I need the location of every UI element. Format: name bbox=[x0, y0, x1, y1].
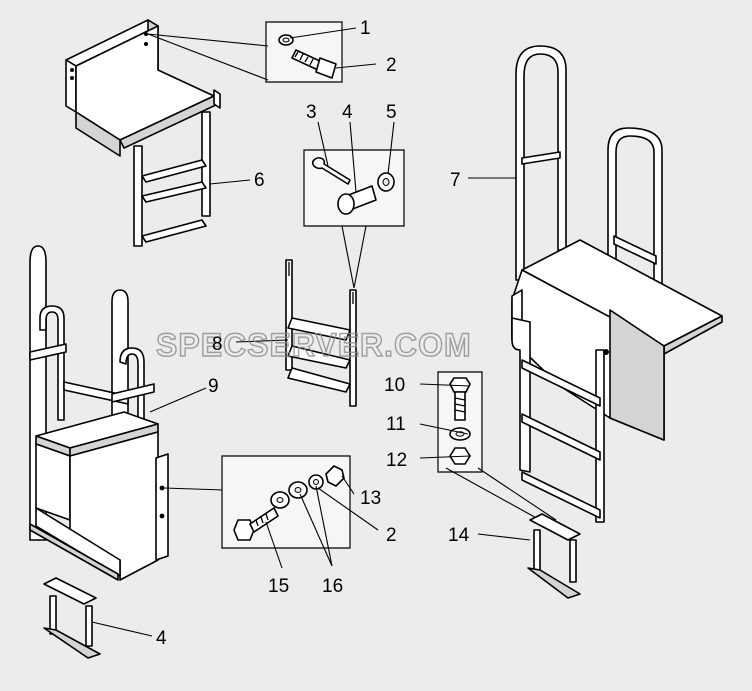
watermark-text: SPECSERVER.COM bbox=[156, 327, 472, 363]
folding-ladder-8 bbox=[285, 259, 357, 407]
callout-2-lower: 2 bbox=[386, 525, 397, 546]
callout-3: 3 bbox=[306, 102, 317, 123]
inset-bolt-washer-1-2 bbox=[265, 21, 343, 83]
callout-4: 4 bbox=[342, 102, 353, 123]
callout-14: 14 bbox=[448, 525, 470, 546]
platform-ladder-7 bbox=[511, 45, 723, 523]
callout-15: 15 bbox=[268, 576, 289, 597]
callout-12: 12 bbox=[386, 450, 407, 471]
callout-10: 10 bbox=[384, 375, 405, 396]
callout-6: 6 bbox=[254, 170, 265, 191]
callout-8: 8 bbox=[212, 334, 223, 355]
callout-7: 7 bbox=[450, 170, 461, 191]
bracket-4 bbox=[43, 577, 101, 659]
bracket-14 bbox=[527, 513, 581, 599]
inset-pin-parts-3-4-5 bbox=[303, 149, 405, 227]
callout-11: 11 bbox=[386, 414, 406, 435]
handrail-ladder-9 bbox=[29, 245, 169, 581]
step-box-assembly-6 bbox=[65, 19, 221, 247]
callout-4-lower: 4 bbox=[156, 628, 167, 649]
callout-labels: 1 2 3 4 5 6 7 8 9 10 11 12 13 2 14 15 16… bbox=[156, 18, 470, 649]
leader-lines bbox=[91, 27, 531, 637]
callout-5: 5 bbox=[386, 102, 397, 123]
inset-bolt-washers-nut-13-15-16 bbox=[221, 455, 351, 549]
callout-13: 13 bbox=[360, 488, 381, 509]
callout-1: 1 bbox=[360, 18, 371, 39]
callout-9: 9 bbox=[208, 376, 219, 397]
callout-16: 16 bbox=[322, 576, 343, 597]
callout-2: 2 bbox=[386, 55, 397, 76]
